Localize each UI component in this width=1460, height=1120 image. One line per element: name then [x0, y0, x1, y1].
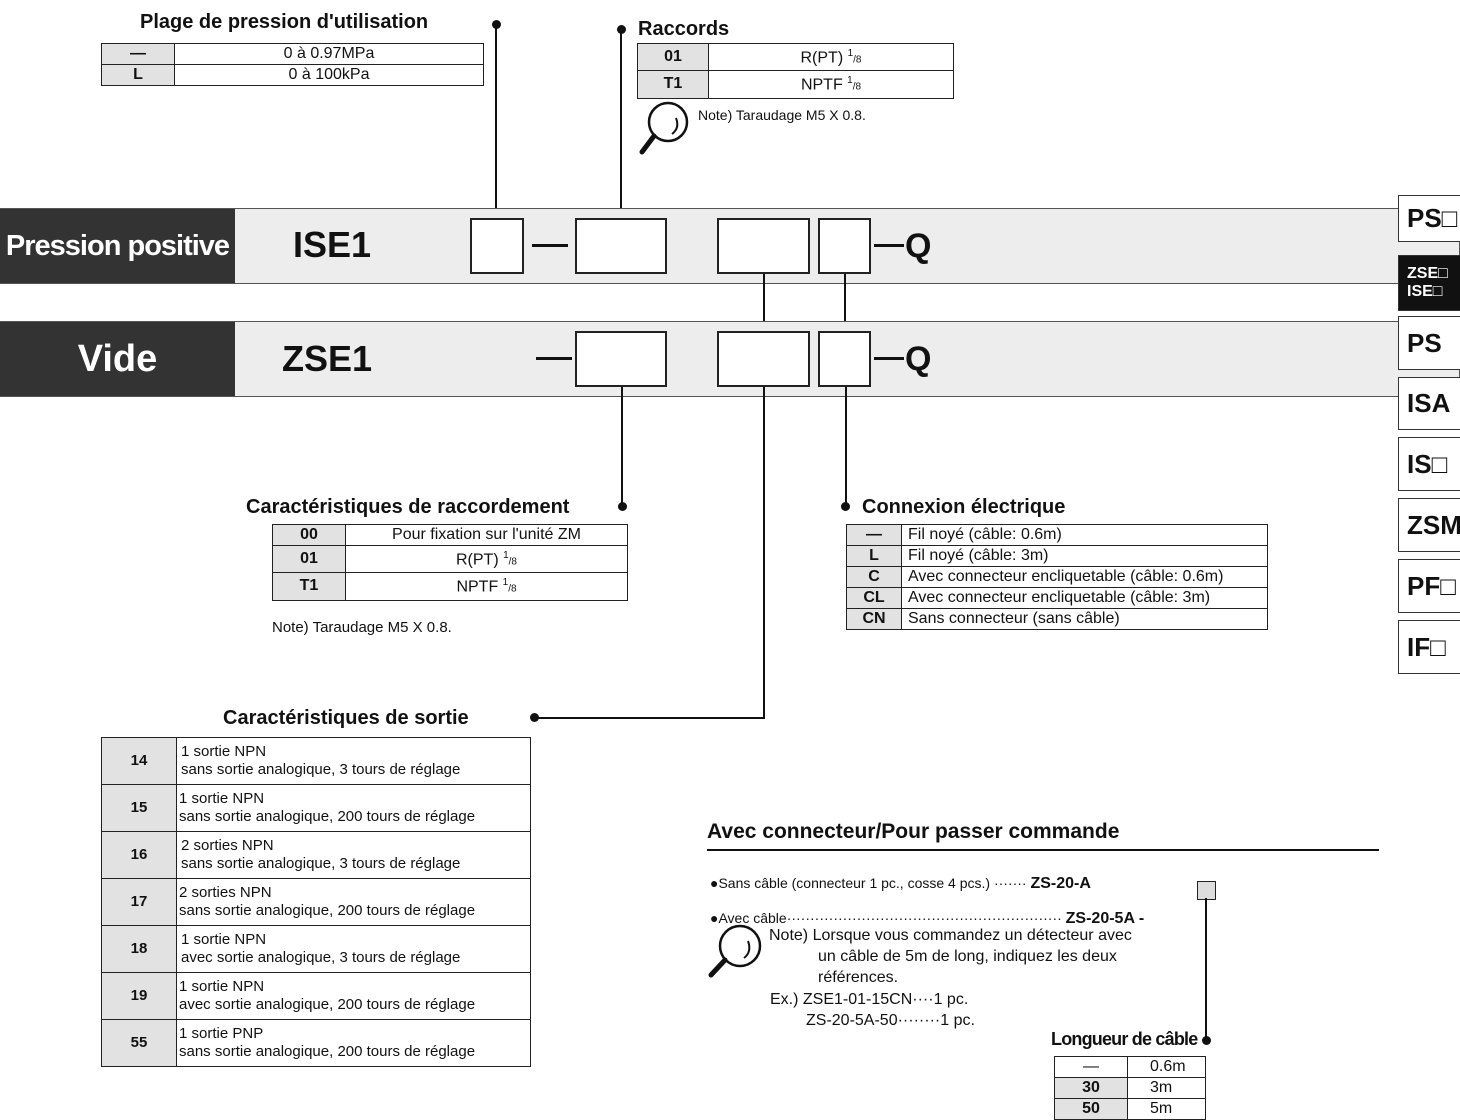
- tab-pf-box[interactable]: PF□: [1398, 559, 1460, 613]
- tab-is-box[interactable]: IS□: [1398, 437, 1460, 491]
- raccords-note: Note) Taraudage M5 X 0.8.: [698, 107, 866, 123]
- tab-if-box[interactable]: IF□: [1398, 620, 1460, 674]
- box-plage: [470, 218, 524, 274]
- box-connexion-1: [818, 218, 871, 274]
- plage-title: Plage de pression d'utilisation: [140, 11, 429, 33]
- table-row: —Fil noyé (câble: 0.6m): [846, 524, 1268, 546]
- longueur-title: Longueur de câble: [1051, 1029, 1198, 1049]
- table-row: 00 Pour fixation sur l'unité ZM: [272, 524, 628, 546]
- table-row: T1 NPTF 1/8: [637, 70, 954, 99]
- raccordement-note: Note) Taraudage M5 X 0.8.: [272, 619, 452, 636]
- commande-item-1: ●Sans câble (connecteur 1 pc., cosse 4 p…: [710, 875, 1091, 892]
- plage-table: — 0 à 0.97MPa L 0 à 100kPa: [101, 43, 484, 86]
- commande-note-l2: un câble de 5m de long, indiquez les deu…: [818, 948, 1117, 965]
- tab-isa[interactable]: ISA: [1398, 377, 1460, 430]
- commande-item-2: ●Avec câble·····························…: [710, 910, 1145, 927]
- table-row: T1 NPTF 1/8: [272, 572, 628, 601]
- connexion-dot: [841, 502, 850, 511]
- tab-ps-box[interactable]: PS□: [1398, 195, 1460, 242]
- raccordement-dot: [618, 502, 627, 511]
- raccordement-title: Caractéristiques de raccordement: [246, 496, 570, 518]
- tab-zsm[interactable]: ZSM: [1398, 498, 1460, 552]
- sortie-dot: [530, 713, 539, 722]
- model-ise1: ISE1: [293, 224, 372, 265]
- box-raccords: [575, 218, 667, 274]
- raccords-title: Raccords: [638, 18, 730, 40]
- box-sortie-1: [717, 218, 810, 274]
- raccordement-table: 00 Pour fixation sur l'unité ZM 01 R(PT)…: [272, 524, 628, 601]
- box-connexion-2: [818, 331, 871, 387]
- commande-title: Avec connecteur/Pour passer commande: [707, 820, 1120, 843]
- band-label-positive: Pression positive: [0, 209, 235, 283]
- raccords-table: 01 R(PT) 1/8 T1 NPTF 1/8: [637, 42, 954, 99]
- tab-zse-ise[interactable]: ZSE□ISE□: [1398, 255, 1460, 311]
- table-row: 01 R(PT) 1/8: [637, 42, 954, 72]
- box-raccordement: [575, 331, 667, 387]
- model-zse1: ZSE1: [282, 338, 373, 379]
- longueur-dot: [1202, 1036, 1211, 1045]
- table-row: L 0 à 100kPa: [101, 64, 484, 86]
- suffix-q-1: Q: [905, 227, 932, 265]
- commande-ex-2: ZS-20-5A-50········1 pc.: [806, 1012, 975, 1029]
- band-label-vide: Vide: [0, 322, 235, 396]
- magnifier-icon: [639, 101, 689, 155]
- table-row: — 0 à 0.97MPa: [101, 43, 484, 65]
- box-sortie-2: [717, 331, 810, 387]
- commande-ex-1: Ex.) ZSE1-01-15CN····1 pc.: [770, 991, 969, 1008]
- commande-note-l1: Note) Lorsque vous commandez un détecteu…: [769, 927, 1132, 944]
- sortie-title: Caractéristiques de sortie: [223, 707, 469, 729]
- tab-ps[interactable]: PS: [1398, 316, 1460, 370]
- magnifier-icon: [708, 924, 762, 978]
- suffix-q-2: Q: [905, 340, 932, 378]
- table-row: 01 R(PT) 1/8: [272, 544, 628, 574]
- table-row: —0.6m: [1054, 1056, 1206, 1078]
- commande-note-l3: références.: [818, 969, 899, 986]
- connexion-title: Connexion électrique: [862, 496, 1066, 518]
